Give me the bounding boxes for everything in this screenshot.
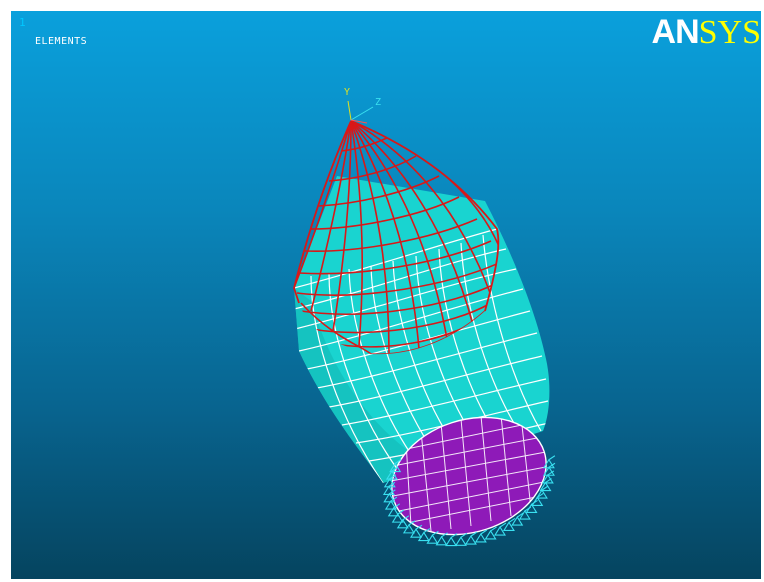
constraint-symbol — [484, 526, 497, 540]
logo-part-sys: SYS — [698, 14, 761, 51]
constraint-symbol — [417, 528, 431, 542]
constraint-symbol — [445, 533, 458, 547]
window-number: 1 — [19, 16, 26, 29]
constraint-symbol — [511, 512, 524, 526]
finite-element-model[interactable]: Y Z — [11, 11, 762, 580]
constraint-symbol — [384, 496, 398, 510]
boundary-constraints — [382, 455, 556, 547]
nose-mesh-outline — [293, 120, 500, 312]
constraint-symbol — [426, 530, 439, 544]
constraint-symbol — [402, 520, 416, 534]
constraint-symbol — [502, 517, 516, 531]
constraint-symbol — [454, 532, 468, 546]
triad-z-label: Z — [375, 97, 381, 108]
constraint-symbol — [396, 515, 410, 529]
constraint-symbol — [542, 462, 556, 476]
constraint-symbol — [531, 492, 544, 506]
constraint-symbol — [535, 485, 549, 499]
constraint-symbol — [382, 481, 396, 495]
logo-part-an: AN — [651, 13, 700, 51]
triad-y-label: Y — [344, 87, 350, 98]
plot-type-label: ELEMENTS — [35, 36, 88, 47]
constraint-symbol — [464, 531, 478, 545]
constraint-symbol — [474, 529, 488, 543]
constraint-symbol — [494, 522, 507, 536]
coordinate-triad: Y Z — [344, 87, 381, 124]
constraint-symbol — [518, 506, 532, 520]
ansys-logo: ANSYS — [652, 15, 761, 50]
constraint-symbol — [391, 509, 405, 523]
graphics-window[interactable]: 1 ELEMENTS ANSYS — [10, 10, 762, 580]
end-cap — [390, 414, 552, 536]
constraint-symbol — [389, 459, 402, 473]
constraint-symbol — [435, 532, 448, 546]
constraint-symbol — [385, 466, 399, 480]
